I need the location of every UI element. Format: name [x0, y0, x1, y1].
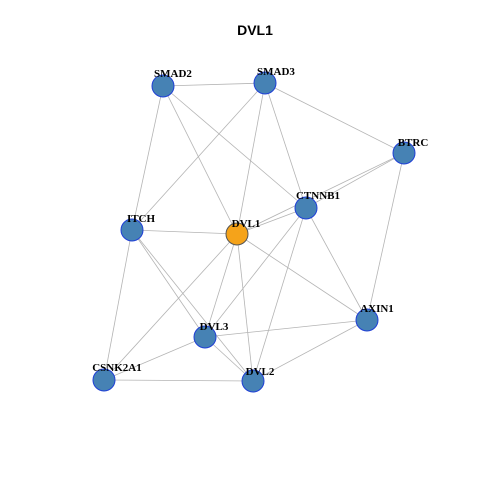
node-label-dvl1: DVL1	[232, 218, 261, 230]
node-label-dvl3: DVL3	[200, 321, 229, 333]
node-label-csnk2a1: CSNK2A1	[92, 362, 142, 374]
edge-itch-dvl2	[131, 229, 254, 382]
node-dvl1[interactable]	[225, 222, 249, 246]
node-label-axin1: AXIN1	[360, 303, 394, 315]
edge-smad3-itch	[131, 82, 266, 231]
edge-smad2-itch	[131, 85, 164, 231]
node-label-smad2: SMAD2	[154, 68, 192, 80]
node-label-dvl2: DVL2	[246, 366, 275, 378]
node-axin1[interactable]	[355, 308, 379, 332]
edge-smad3-dvl1	[236, 82, 266, 235]
node-smad3[interactable]	[253, 71, 277, 95]
node-smad2[interactable]	[151, 74, 175, 98]
node-label-ctnnb1: CTNNB1	[296, 190, 340, 202]
edge-btrc-ctnnb1	[305, 152, 405, 209]
node-dvl2[interactable]	[241, 369, 265, 393]
graph-title: DVL1	[237, 22, 273, 38]
edge-dvl1-axin1	[236, 233, 368, 321]
edge-smad2-dvl1	[162, 85, 238, 235]
edge-smad2-ctnnb1	[162, 85, 307, 209]
edge-smad3-ctnnb1	[264, 82, 307, 209]
edge-dvl3-csnk2a1	[103, 336, 206, 381]
edge-smad2-smad3	[162, 82, 266, 87]
node-csnk2a1[interactable]	[92, 368, 116, 392]
edge-itch-csnk2a1	[103, 229, 133, 381]
node-btrc[interactable]	[392, 141, 416, 165]
edge-itch-dvl1	[131, 229, 238, 235]
edge-itch-dvl3	[131, 229, 206, 338]
edge-ctnnb1-dvl2	[252, 207, 307, 382]
edge-btrc-axin1	[366, 152, 405, 321]
edge-axin1-dvl3	[204, 319, 368, 338]
node-itch[interactable]	[120, 218, 144, 242]
edge-btrc-dvl1	[236, 152, 405, 235]
edge-ctnnb1-dvl3	[204, 207, 307, 338]
edge-ctnnb1-dvl1	[236, 207, 307, 235]
node-label-itch: ITCH	[127, 213, 156, 225]
edge-axin1-dvl2	[252, 319, 368, 382]
edge-dvl1-csnk2a1	[103, 233, 238, 381]
node-label-btrc: BTRC	[398, 137, 429, 149]
node-ctnnb1[interactable]	[294, 196, 318, 220]
edge-csnk2a1-dvl2	[103, 379, 254, 382]
edge-dvl1-dvl2	[236, 233, 254, 382]
edge-ctnnb1-axin1	[305, 207, 368, 321]
node-layer	[92, 71, 416, 393]
node-label-smad3: SMAD3	[257, 66, 295, 78]
edge-dvl1-dvl3	[204, 233, 238, 338]
edge-layer	[103, 82, 405, 382]
edge-smad3-btrc	[264, 82, 405, 154]
node-dvl3[interactable]	[193, 325, 217, 349]
